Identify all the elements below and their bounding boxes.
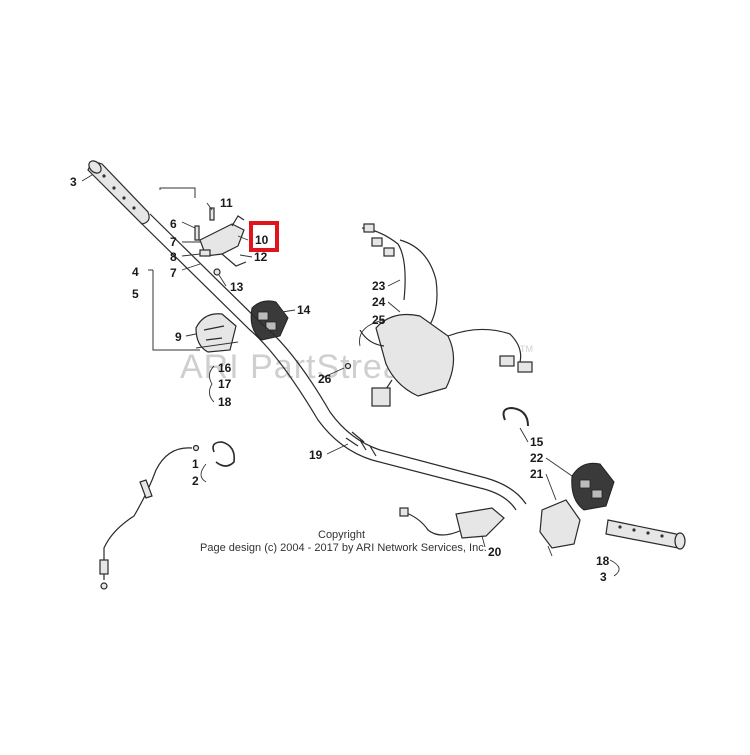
callout-24[interactable]: 24	[372, 295, 386, 309]
callout-25[interactable]: 25	[372, 313, 386, 327]
callout-5[interactable]: 5	[132, 287, 139, 301]
watermark-tm: TM	[520, 344, 533, 354]
highlight-box-10	[249, 221, 279, 252]
callout-22[interactable]: 22	[530, 451, 544, 465]
callout-10[interactable]: 10	[255, 233, 269, 247]
right-grip[interactable]	[605, 519, 686, 550]
copyright-notice: Page design (c) 2004 - 2017 by ARI Netwo…	[200, 542, 487, 554]
callout-14[interactable]: 14	[297, 303, 311, 317]
center-wiring-harness[interactable]	[344, 223, 533, 407]
callout-21[interactable]: 21	[530, 467, 544, 481]
right-control-pod[interactable]	[539, 462, 615, 557]
callout-26[interactable]: 26	[318, 372, 332, 386]
callout-23[interactable]: 23	[372, 279, 386, 293]
callout-7-lower[interactable]: 7	[170, 266, 177, 280]
handlebar[interactable]	[139, 213, 527, 511]
wire-harness-20[interactable]	[399, 507, 505, 539]
callout-6[interactable]: 6	[170, 217, 177, 231]
left-grip[interactable]	[87, 159, 150, 225]
callout-7-upper[interactable]: 7	[170, 235, 177, 249]
callout-20[interactable]: 20	[488, 545, 502, 559]
callout-18-right[interactable]: 18	[596, 554, 610, 568]
callout-17[interactable]: 17	[218, 377, 232, 391]
callout-1[interactable]: 1	[192, 457, 199, 471]
retaining-ring-15[interactable]	[502, 406, 529, 427]
callout-16[interactable]: 16	[218, 361, 232, 375]
callout-4[interactable]: 4	[132, 265, 139, 279]
callout-12[interactable]: 12	[254, 250, 268, 264]
throttle-cable[interactable]	[99, 441, 236, 590]
group-bracket-top	[159, 187, 196, 198]
callout-labels: 3 11 6 7 10 8 12 7 4 13 5 14 9 16 17 18 …	[70, 175, 610, 584]
left-switch-housing[interactable]	[195, 313, 239, 353]
leader-lines	[81, 174, 620, 577]
left-control-pod[interactable]	[250, 300, 289, 341]
lever-assembly[interactable]	[194, 207, 247, 276]
callout-13[interactable]: 13	[230, 280, 244, 294]
callout-2[interactable]: 2	[192, 474, 199, 488]
callout-15[interactable]: 15	[530, 435, 544, 449]
group-bracket-5	[152, 270, 200, 351]
callout-9[interactable]: 9	[175, 330, 182, 344]
callout-18-left[interactable]: 18	[218, 395, 232, 409]
callout-11[interactable]: 11	[220, 196, 233, 210]
callout-3-right[interactable]: 3	[600, 570, 607, 584]
copyright-title: Copyright	[318, 529, 365, 541]
callout-8[interactable]: 8	[170, 250, 177, 264]
callout-3-left[interactable]: 3	[70, 175, 77, 189]
callout-19[interactable]: 19	[309, 448, 323, 462]
